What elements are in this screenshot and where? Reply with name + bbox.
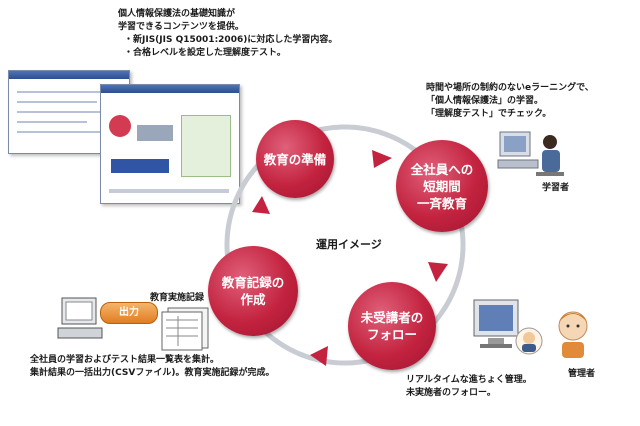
step-followup: 未受講者の フォロー <box>348 282 436 370</box>
step-education-label-2: 短期間 <box>423 178 461 194</box>
output-label: 出力 <box>100 302 158 324</box>
intro-text-line3: ・新JIS(JIS Q15001:2006)に対応した学習内容。 <box>124 35 338 45</box>
intro-text-line1: 個人情報保護法の基礎知識が <box>118 9 236 19</box>
staff-avatar-icon <box>515 327 543 355</box>
management-text-line1: リアルタイムな進ちょく管理。 <box>406 375 532 385</box>
arrow-right-icon <box>428 262 448 282</box>
summary-text-line2: 集計結果の一括出力(CSVファイル)。教育実施記録が完成。 <box>30 368 275 378</box>
record-document-icon <box>161 307 209 351</box>
intro-text-line2: 学習できるコンテンツを提供。 <box>118 22 244 32</box>
step-followup-label-2: フォロー <box>366 327 417 342</box>
step-preparation: 教育の準備 <box>256 120 334 198</box>
admin-monitor-icon <box>473 299 519 348</box>
cycle-center-label: 運用イメージ <box>316 238 382 251</box>
computer-icon <box>57 297 103 339</box>
screenshot-badge-icon <box>109 115 131 137</box>
step-record-label-2: 作成 <box>240 292 266 307</box>
arrow-left-icon <box>252 196 270 214</box>
learner-illustration <box>497 131 564 176</box>
step-education-label-1: 全社員への <box>410 161 474 177</box>
content-screenshot-front <box>100 84 240 204</box>
step-followup-label-1: 未受講者の <box>360 310 424 325</box>
elearning-text-line2: 「個人情報保護法」の学習。 <box>426 96 544 106</box>
step-preparation-label: 教育の準備 <box>263 151 327 167</box>
step-education: 全社員への 短期間 一斉教育 <box>396 140 488 232</box>
admin-label: 管理者 <box>568 369 596 379</box>
elearning-text-line3: 「理解度テスト」でチェック。 <box>426 109 552 119</box>
step-record-label-1: 教育記録の <box>221 275 285 290</box>
arrow-top-right-icon <box>372 150 392 168</box>
arrow-bottom-icon <box>310 346 328 366</box>
admin-person-icon <box>558 311 588 358</box>
screenshot-figure-icon <box>137 125 173 141</box>
summary-text-line1: 全社員の学習およびテスト結果一覧表を集計。 <box>30 355 220 365</box>
learner-label: 学習者 <box>542 183 570 193</box>
intro-text-line4: ・合格レベルを設定した理解度テスト。 <box>124 48 286 58</box>
management-text-line2: 未実施者のフォロー。 <box>406 388 496 398</box>
step-education-label-3: 一斉教育 <box>416 195 467 211</box>
elearning-text-line1: 時間や場所の制約のないeラーニングで、 <box>426 83 594 93</box>
step-record: 教育記録の 作成 <box>208 246 298 336</box>
record-doc-label: 教育実施記録 <box>150 293 205 303</box>
